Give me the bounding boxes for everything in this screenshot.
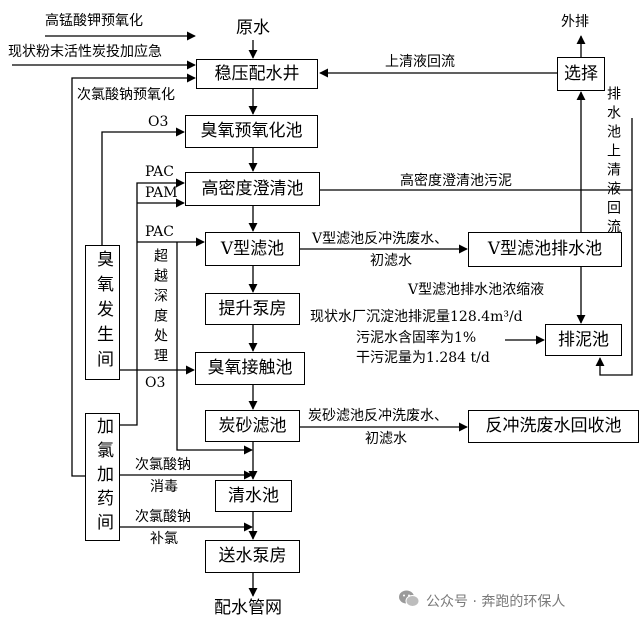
node-ozone-generator: 臭氧发生间 <box>85 245 120 380</box>
node-clear-well: 清水池 <box>215 480 292 512</box>
node-backwash-recovery: 反冲洗废水回收池 <box>468 410 639 443</box>
label-naclo-disinfection: 次氯酸钠 <box>135 457 191 473</box>
node-v-filter: V型滤池 <box>205 232 300 266</box>
label-pac-clarifier: PAC <box>145 164 174 180</box>
label-discharge: 外排 <box>561 14 589 30</box>
label-drain-supernatant-return: 排水池上清液回流 <box>605 86 621 238</box>
label-raw-water: 原水 <box>236 18 270 38</box>
node-ozone-contact: 臭氧接触池 <box>195 352 305 385</box>
node-pre-ozonation: 臭氧预氧化池 <box>185 115 318 148</box>
node-chlorine-dosing: 加氯加药间 <box>85 413 120 541</box>
label-naclo-pre-oxidation: 次氯酸钠预氧化 <box>77 87 175 103</box>
connector-sludge-to-sludge-tank <box>595 118 633 376</box>
label-cs-filter-backwash: 炭砂滤池反冲洗废水、 <box>308 408 448 424</box>
label-rechlorination: 补氯 <box>150 531 178 547</box>
node-intake-well: 稳压配水井 <box>196 59 318 89</box>
node-v-filter-drain-tank: V型滤池排水池 <box>468 232 622 267</box>
label-pac-v-filter: PAC <box>145 224 174 240</box>
label-solids-content: 污泥水含固率为1% <box>356 330 477 346</box>
connector-naclo-pre-oxidation <box>71 73 196 477</box>
watermark-text: 公众号 · 奔跑的环保人 <box>426 594 566 610</box>
node-hd-clarifier: 高密度澄清池 <box>185 172 320 206</box>
node-ozone-generator-label: 臭氧发生间 <box>93 250 113 375</box>
wechat-icon <box>398 589 420 613</box>
label-drain-concentrate: V型滤池排水池浓缩液 <box>408 282 545 298</box>
connector-ozone-to-pre-ozonation <box>101 127 185 245</box>
connector-bypass <box>176 242 253 455</box>
label-v-filter-first-filtrate: 初滤水 <box>370 253 412 269</box>
watermark: 公众号 · 奔跑的环保人 <box>398 589 565 613</box>
node-delivery-pump: 送水泵房 <box>205 540 300 573</box>
label-o3-pre: O3 <box>148 114 169 130</box>
label-clarifier-sludge: 高密度澄清池污泥 <box>400 173 512 189</box>
label-sludge-volume: 现状水厂沉淀池排泥量128.4m³/d <box>310 309 523 325</box>
label-supernatant-return: 上清液回流 <box>385 54 455 70</box>
label-naclo-rechlorination: 次氯酸钠 <box>135 509 191 525</box>
label-disinfection: 消毒 <box>150 479 178 495</box>
node-lift-pump: 提升泵房 <box>205 293 300 325</box>
node-selection: 选择 <box>557 57 605 91</box>
connector-dosing-trunk-pac <box>120 178 185 426</box>
label-pac-emergency: 现状粉末活性炭投加应急 <box>8 44 162 60</box>
label-dry-sludge: 干污泥量为1.284 t/d <box>356 350 490 366</box>
label-o3-contact: O3 <box>145 375 166 391</box>
label-pam: PAM <box>145 185 178 201</box>
node-sludge-tank: 排泥池 <box>545 324 622 356</box>
label-kmno4-pre-oxidation: 高锰酸钾预氧化 <box>45 13 143 29</box>
node-chlorine-dosing-label: 加氯加药间 <box>93 417 113 537</box>
node-carbon-sand-filter: 炭砂滤池 <box>205 410 300 442</box>
label-v-filter-backwash: V型滤池反冲洗废水、 <box>312 231 449 247</box>
label-bypass: 超越深度处理 <box>152 248 168 368</box>
label-cs-filter-first-filtrate: 初滤水 <box>365 431 407 447</box>
label-distribution-network: 配水管网 <box>214 598 282 618</box>
